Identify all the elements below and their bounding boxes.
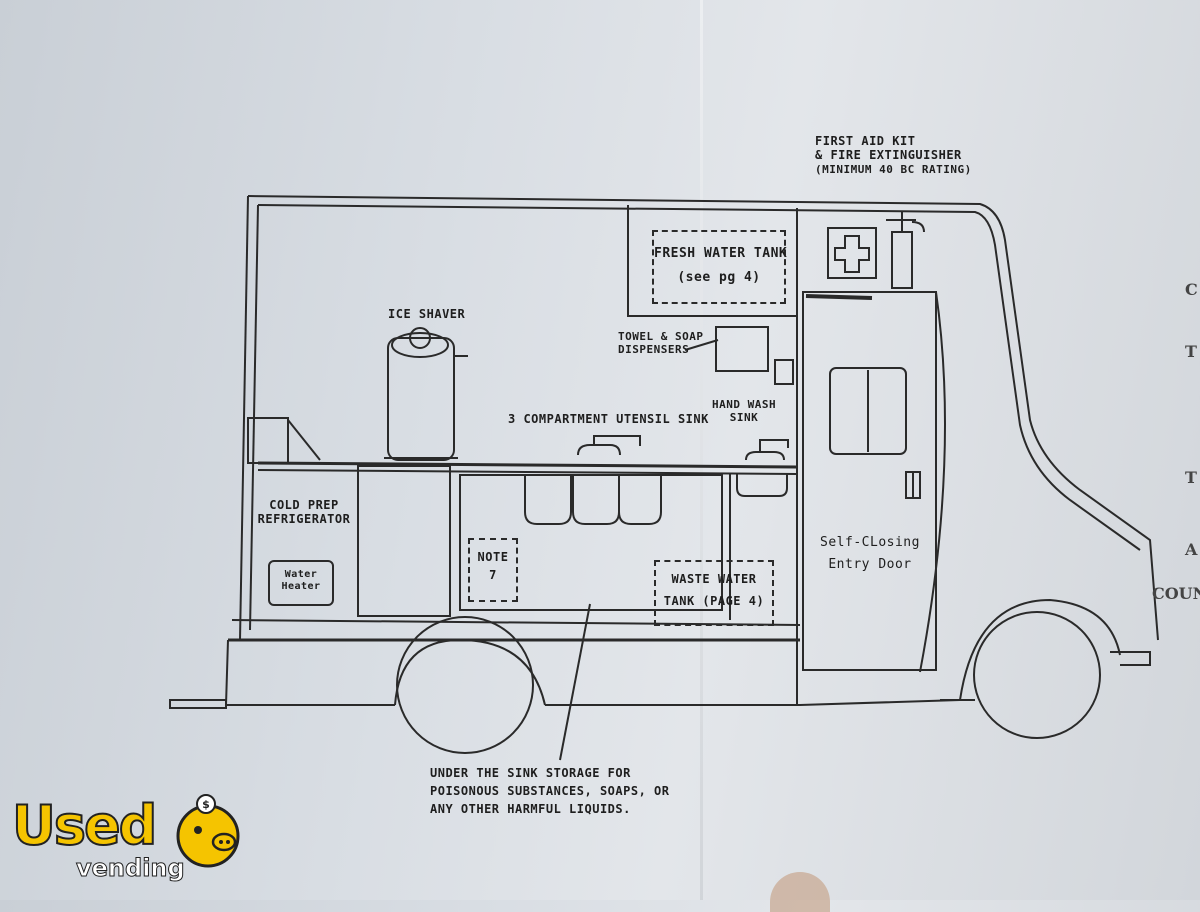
utensil-sink-label: 3 COMPARTMENT UTENSIL SINK bbox=[508, 412, 709, 426]
utensil-sink bbox=[459, 474, 723, 611]
storage-leader-line bbox=[559, 603, 591, 761]
storage-note-line-1: UNDER THE SINK STORAGE FOR bbox=[430, 766, 631, 780]
chassis-outline bbox=[224, 639, 395, 706]
rear-wheel bbox=[396, 616, 534, 754]
first-aid-label: FIRST AID KIT & FIRE EXTINGUISHER (MINIM… bbox=[815, 134, 972, 176]
first-aid-line-2: & FIRE EXTINGUISHER bbox=[815, 148, 962, 163]
hand-wash-sink bbox=[736, 474, 788, 497]
front-wheel bbox=[973, 611, 1101, 739]
towel-soap-line-1: TOWEL & SOAP bbox=[618, 330, 704, 343]
storage-note-line-3: ANY OTHER HARMFUL LIQUIDS. bbox=[430, 802, 631, 816]
edge-text-2: T bbox=[1185, 342, 1197, 361]
waste-water-ref: TANK (PAGE 4) bbox=[663, 594, 765, 609]
entry-door bbox=[802, 291, 937, 671]
hand-wash-line-1: HAND WASH bbox=[712, 398, 777, 411]
edge-text-5: COUN bbox=[1152, 584, 1200, 603]
paper-fold bbox=[700, 0, 703, 900]
truck-body-inner-outline bbox=[257, 204, 1141, 551]
edge-text-4: A bbox=[1185, 540, 1198, 559]
cold-prep-cabinet bbox=[357, 465, 451, 617]
logo-sub-text: vending bbox=[76, 854, 186, 883]
fresh-water-label: FRESH WATER TANK bbox=[654, 246, 788, 261]
waste-water-label: WASTE WATER bbox=[671, 572, 757, 586]
cold-prep-label: COLD PREP REFRIGERATOR bbox=[254, 498, 354, 527]
fresh-water-ref: (see pg 4) bbox=[677, 269, 761, 285]
water-heater: Water Heater bbox=[268, 560, 334, 606]
ice-shaver-label: ICE SHAVER bbox=[388, 307, 466, 321]
rear-bumper bbox=[169, 699, 227, 709]
water-heater-line-2: Heater bbox=[281, 581, 321, 592]
cold-prep-line-1: COLD PREP bbox=[269, 498, 339, 512]
towel-soap-label: TOWEL & SOAP DISPENSERS bbox=[618, 330, 703, 356]
first-aid-line-3: (MINIMUM 40 BC RATING) bbox=[815, 162, 972, 176]
edge-text-3: T bbox=[1185, 468, 1197, 487]
storage-note: UNDER THE SINK STORAGE FOR POISONOUS SUB… bbox=[430, 764, 669, 818]
used-vending-logo: Used $ vending bbox=[8, 788, 253, 898]
cold-prep-line-2: REFRIGERATOR bbox=[257, 512, 351, 527]
storage-note-line-2: POISONOUS SUBSTANCES, SOAPS, OR bbox=[430, 784, 670, 798]
truck-body-outline bbox=[247, 195, 1159, 641]
water-heater-line-1: Water bbox=[284, 569, 318, 580]
svg-text:$: $ bbox=[202, 798, 210, 811]
edge-text-1: C bbox=[1185, 280, 1198, 299]
note-label: NOTE bbox=[477, 550, 509, 564]
hand-wash-label: HAND WASH SINK bbox=[712, 398, 776, 424]
note-number: 7 bbox=[489, 568, 497, 583]
fresh-water-tank: FRESH WATER TANK (see pg 4) bbox=[652, 230, 788, 304]
fire-extinguisher-icon bbox=[891, 231, 913, 289]
first-aid-line-1: FIRST AID KIT bbox=[815, 134, 916, 148]
towel-soap-line-2: DISPENSERS bbox=[618, 343, 690, 357]
entry-door-line-2: Entry Door bbox=[828, 556, 912, 572]
entry-door-line-1: Self-CLosing bbox=[820, 535, 920, 550]
soap-dispenser bbox=[774, 359, 794, 385]
pig-icon: $ bbox=[176, 794, 240, 868]
ice-shaver-machine bbox=[387, 337, 455, 461]
towel-dispenser bbox=[715, 326, 769, 372]
entry-door-label: Self-CLosing Entry Door bbox=[812, 535, 928, 572]
front-bumper bbox=[1110, 651, 1151, 666]
note-7-box: NOTE 7 bbox=[468, 538, 518, 602]
door-window bbox=[829, 367, 907, 455]
hand-wash-line-2: SINK bbox=[729, 411, 759, 425]
waste-water-tank: WASTE WATER TANK (PAGE 4) bbox=[654, 560, 774, 626]
logo-main-text: Used bbox=[11, 793, 158, 858]
first-aid-kit-icon bbox=[827, 227, 877, 279]
